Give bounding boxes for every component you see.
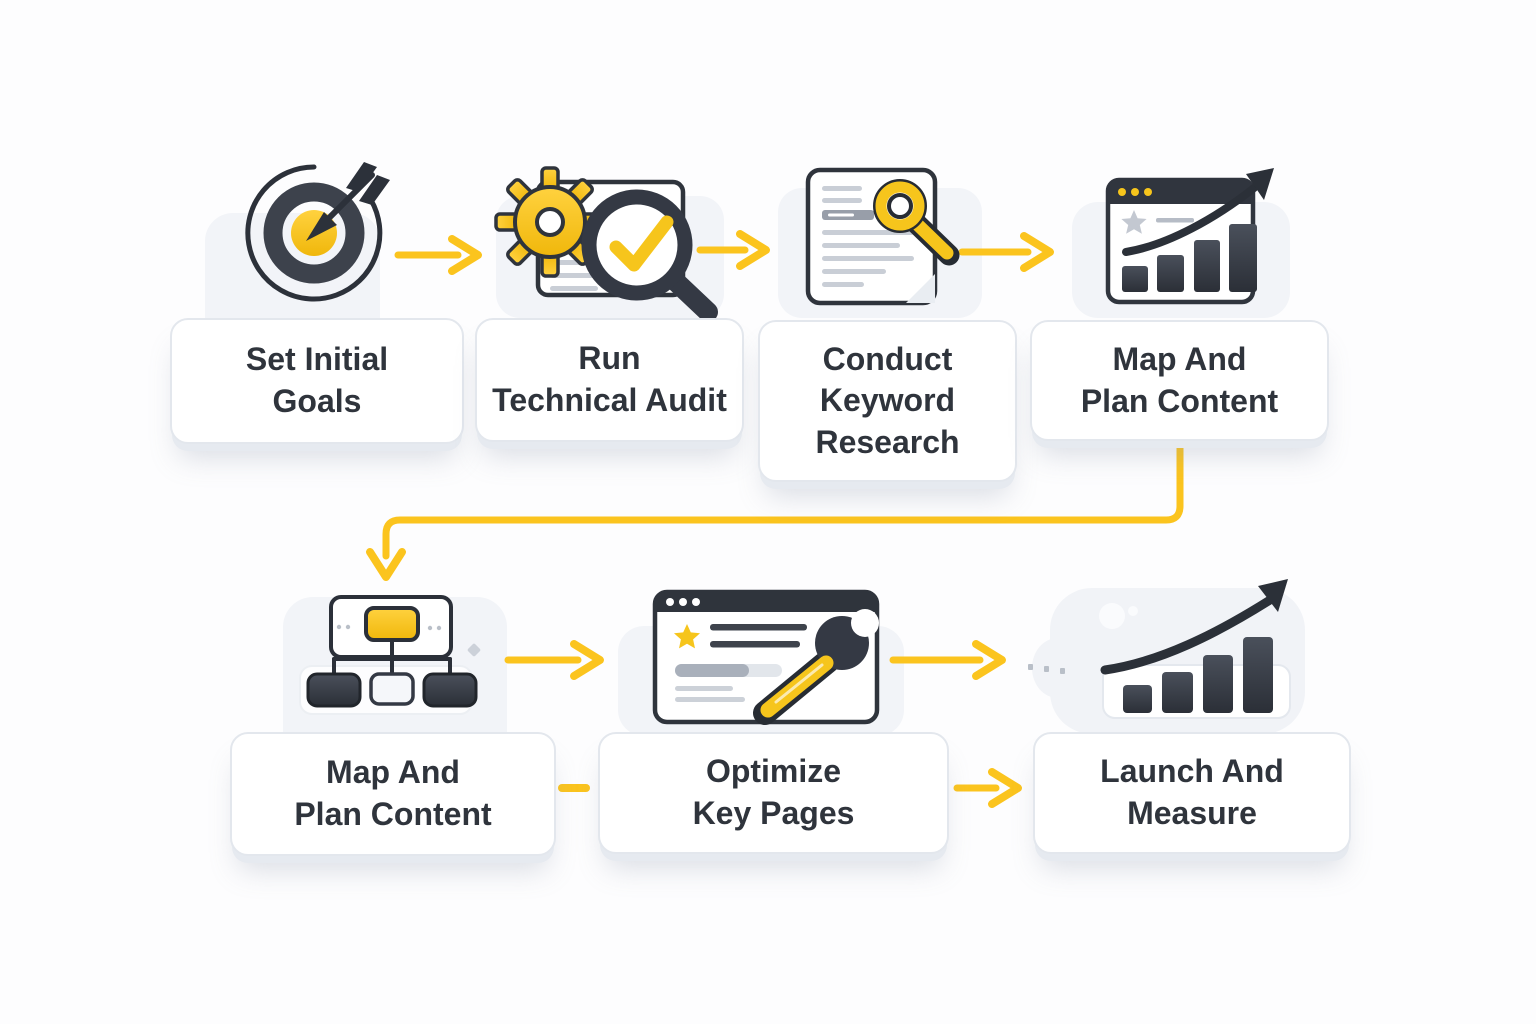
gear-magnifier-check-icon [494, 166, 718, 322]
step-card-conduct-keyword-research: Conduct Keyword Research [758, 320, 1017, 482]
step-label: Set Initial Goals [245, 341, 389, 419]
star-icon [1121, 210, 1147, 234]
wrench-icon [753, 609, 879, 725]
browser-growth-chart-icon [1105, 168, 1274, 305]
magnifier-lens [581, 189, 693, 301]
step-label: Map And Plan Content [1080, 340, 1279, 419]
step-card-optimize-key-pages: Optimize Key Pages [598, 732, 949, 854]
step-label: Conduct Keyword Research [815, 340, 960, 460]
sitemap-child-node [422, 672, 478, 708]
magnifier-handle [662, 268, 718, 322]
check-icon [609, 215, 674, 272]
step-label: Optimize Key Pages [692, 753, 855, 831]
step-label: Launch And Measure [1100, 753, 1284, 831]
step-card-map-and-plan-content: Map And Plan Content [1030, 320, 1329, 441]
progress-bar [675, 664, 749, 677]
step-label: Run Technical Audit [492, 340, 727, 418]
sitemap-child-node [306, 672, 362, 708]
step-card-set-initial-goals: Set Initial Goals [170, 318, 464, 444]
gear-icon [494, 166, 606, 278]
step-label: Map And Plan Content [294, 754, 492, 832]
sitemap-root-node [364, 606, 420, 642]
sitemap-child-node [369, 672, 415, 706]
arrow-up-right-icon [1258, 579, 1288, 612]
step-card-map-and-plan-content-2: Map And Plan Content [230, 732, 556, 856]
browser-wrench-icon [652, 589, 880, 725]
step-card-run-technical-audit: Run Technical Audit [475, 318, 744, 442]
sitemap-icon [299, 595, 481, 715]
document-key-icon [805, 167, 960, 306]
key-magnifier-icon [873, 179, 960, 266]
step-card-launch-and-measure: Launch And Measure [1033, 732, 1351, 854]
target-goal-icon [245, 162, 390, 302]
star-icon [674, 624, 700, 649]
bar-chart-growth-arrow-icon [1028, 579, 1305, 734]
arrow-up-right-icon [1246, 168, 1274, 200]
